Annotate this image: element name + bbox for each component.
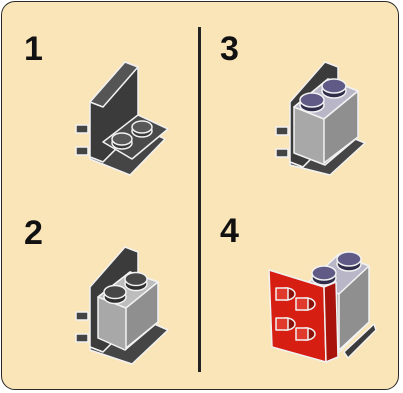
step-1-bracket-figure [70,57,180,177]
step-number-2: 2 [24,216,43,250]
step-number-1: 1 [24,32,43,66]
step-2-bracket-brick-figure [70,242,185,367]
step-number-4: 4 [220,214,239,248]
column-divider [198,27,201,372]
instruction-panel: 1 3 2 4 [1,1,399,390]
step-4-red-plate-figure [264,242,384,367]
step-3-purple-stud-figure [270,57,380,177]
step-number-3: 3 [220,32,239,66]
